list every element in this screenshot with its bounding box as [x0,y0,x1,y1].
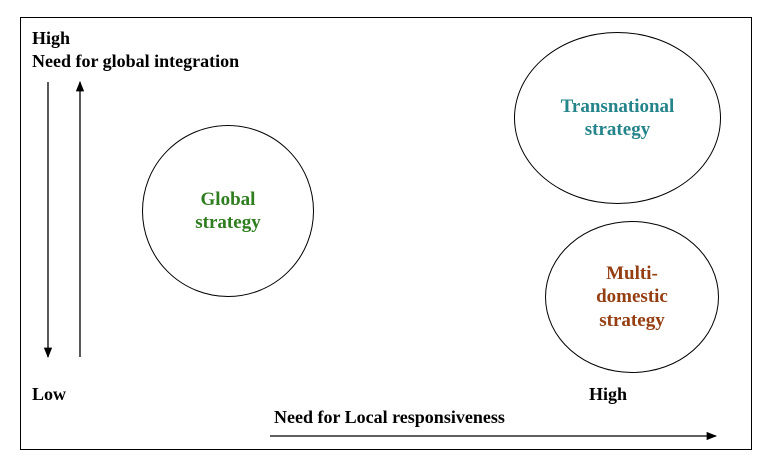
global-strategy-label: Global strategy [195,188,260,234]
transnational-strategy-circle: Transnational strategy [514,32,721,204]
transnational-strategy-label: Transnational strategy [561,95,675,141]
global-strategy-line1: Global [200,188,256,210]
multidomestic-strategy-line2: domestic [596,286,668,308]
y-axis-title: Need for global integration [32,51,240,71]
transnational-strategy-line2: strategy [584,119,651,140]
x-axis-title: Need for Local responsiveness [274,407,505,427]
transnational-strategy-line1: Transnational [560,95,675,117]
diagram-frame [20,17,752,450]
y-axis-high-label: High [32,28,71,48]
multidomestic-strategy-label: Multi- domestic strategy [596,262,668,332]
global-strategy-circle: Global strategy [142,125,314,297]
multidomestic-strategy-circle: Multi- domestic strategy [545,221,719,373]
y-axis-low-label: Low [32,384,67,404]
global-strategy-line2: strategy [195,212,261,233]
multidomestic-strategy-line3: strategy [599,309,665,331]
x-axis-high-label: High [589,384,628,404]
multidomestic-strategy-line1: Multi- [606,263,658,285]
